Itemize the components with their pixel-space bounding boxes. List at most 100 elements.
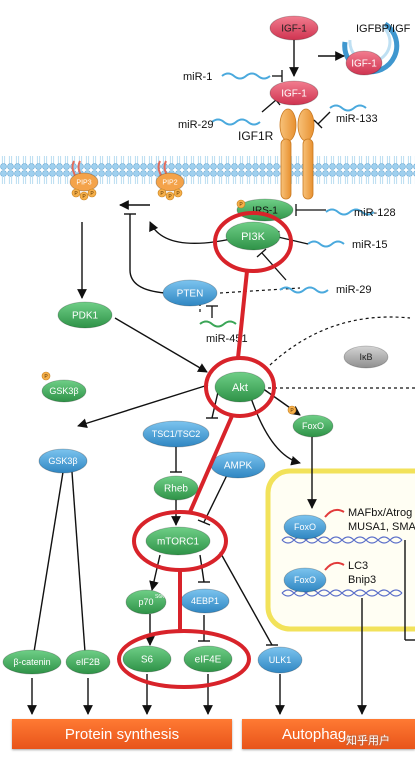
- ikb-node-shape: [343, 345, 389, 369]
- mir29-a-label: miR-29: [178, 119, 213, 131]
- foxo-p-node-shape: [292, 414, 334, 438]
- phospho-group: P: [79, 191, 89, 201]
- akt-node: Akt: [214, 371, 266, 403]
- rheb-node-shape: [153, 475, 199, 501]
- akt-node-shape: [214, 371, 266, 403]
- phospho-label: P: [168, 194, 172, 200]
- p70-node-shape: [125, 589, 167, 615]
- tsc-node-shape: [142, 420, 210, 448]
- phospho-group: P: [287, 405, 297, 415]
- phospho-circle: [287, 405, 297, 415]
- igfbp-label: IGFBP/IGF: [356, 23, 411, 35]
- phospho-circle: [165, 191, 175, 201]
- cell-membrane: [0, 150, 415, 184]
- mir15-strand: [307, 240, 345, 248]
- s6-node-shape: [122, 645, 172, 673]
- foxo-n2-node: FoxO: [283, 567, 327, 593]
- igf1r-receptor: [279, 108, 315, 200]
- phospho-group: P: [87, 188, 97, 198]
- ampk-node: AMPK: [210, 451, 266, 479]
- mir451-strand: [199, 320, 237, 328]
- pi3k-highlight-circle: [213, 211, 293, 273]
- pip2-node-label: PIP2: [162, 179, 177, 186]
- mir15-label: miR-15: [352, 239, 387, 251]
- igf1-bound-node: IGF-1: [345, 50, 383, 76]
- highlight-overlay: [117, 211, 293, 689]
- phospho-circle: [236, 199, 246, 209]
- mirna-strands: [199, 72, 375, 328]
- gsk3b-p-node: GSK3β: [41, 379, 87, 403]
- mafbx-label: MAFbx/Atrog: [348, 507, 412, 519]
- ikb-node: IκB: [343, 345, 389, 369]
- bcatenin-node: β-catenin: [2, 649, 62, 675]
- pip3-node: PIP3: [69, 172, 99, 192]
- s6-node: S6: [122, 645, 172, 673]
- mir133-strand: [329, 104, 367, 112]
- phospho-group: P: [173, 188, 183, 198]
- bcatenin-node-shape: [2, 649, 62, 675]
- foxo-n2-node-shape: [283, 567, 327, 593]
- akt-node-label: Akt: [232, 382, 248, 394]
- phospho-circle: [79, 191, 89, 201]
- mir133-label: miR-133: [336, 113, 378, 125]
- phospho-label: P: [74, 191, 78, 197]
- pdk1-node: PDK1: [57, 301, 113, 329]
- foxo-n2-node-label: FoxO: [294, 575, 316, 585]
- igf1-top-node: IGF-1: [269, 15, 319, 41]
- ulk1-node-shape: [257, 646, 303, 674]
- pten-node: PTEN: [162, 279, 218, 307]
- pten-node-label: PTEN: [177, 289, 204, 300]
- phospho-circle: [71, 188, 81, 198]
- igf1-bound-node-label: IGF-1: [351, 59, 377, 70]
- pi3k-node: PI3K: [225, 221, 281, 251]
- mtorc1-node-shape: [145, 526, 211, 556]
- phospho-label: P: [90, 191, 94, 197]
- eif4e-node: eIF4E: [183, 645, 233, 673]
- phospho-group: P: [165, 191, 175, 201]
- pathway-edges: [27, 40, 415, 715]
- igf1-receptor-node-label: IGF-1: [281, 89, 307, 100]
- pi3k-node-label: PI3K: [241, 231, 266, 243]
- eif2b-node-shape: [65, 649, 111, 675]
- phospho-group: P: [41, 371, 51, 381]
- gsk3b-node-shape: [38, 448, 88, 474]
- transcription-arrows: [324, 508, 345, 571]
- tsc-node: TSC1/TSC2: [142, 420, 210, 448]
- eif4e-node-shape: [183, 645, 233, 673]
- akt-mtorc1-connector: [188, 415, 234, 513]
- irs1-node-shape: [236, 198, 294, 222]
- pip2-node: PIP2: [155, 172, 185, 192]
- ulk1-node-label: ULK1: [269, 655, 292, 665]
- igf1r-label: IGF1R: [238, 129, 274, 143]
- foxo-p-node: FoxO: [292, 414, 334, 438]
- bcatenin-node-label: β-catenin: [13, 657, 50, 667]
- irs1-node: IRS-1: [236, 198, 294, 222]
- igf1-receptor-node: IGF-1: [269, 80, 319, 106]
- phospho-circle: [87, 188, 97, 198]
- phospho-label: P: [82, 194, 86, 200]
- mir29-b-strand: [279, 286, 329, 294]
- mir128-strand: [325, 208, 375, 216]
- gsk3b-p-node-shape: [41, 379, 87, 403]
- mir128-label: miR-128: [354, 207, 396, 219]
- gsk3b-node-label: GSK3β: [48, 456, 77, 466]
- foxo-n1-node-shape: [283, 514, 327, 540]
- phospho-label: P: [44, 374, 48, 380]
- nucleus: [265, 468, 415, 632]
- tsc-node-label: TSC1/TSC2: [152, 429, 201, 439]
- gsk3b-p-node-label: GSK3β: [49, 386, 78, 396]
- irs1-node-label: IRS-1: [252, 206, 278, 217]
- ulk1-node: ULK1: [257, 646, 303, 674]
- pi3k-node-shape: [225, 221, 281, 251]
- pi3k-akt-connector: [236, 270, 249, 359]
- mir451-label: miR-451: [206, 333, 248, 345]
- p70-node-label: p70: [138, 597, 153, 607]
- eif2b-node-label: eIF2B: [76, 657, 100, 667]
- mir29-b-label: miR-29: [336, 284, 371, 296]
- foxo-n1-node-label: FoxO: [294, 522, 316, 532]
- autophagy-output: Autophag: [242, 719, 415, 749]
- igf1-bound-node-shape: [345, 50, 383, 76]
- phospho-circle: [157, 188, 167, 198]
- lc3-label: LC3: [348, 560, 368, 572]
